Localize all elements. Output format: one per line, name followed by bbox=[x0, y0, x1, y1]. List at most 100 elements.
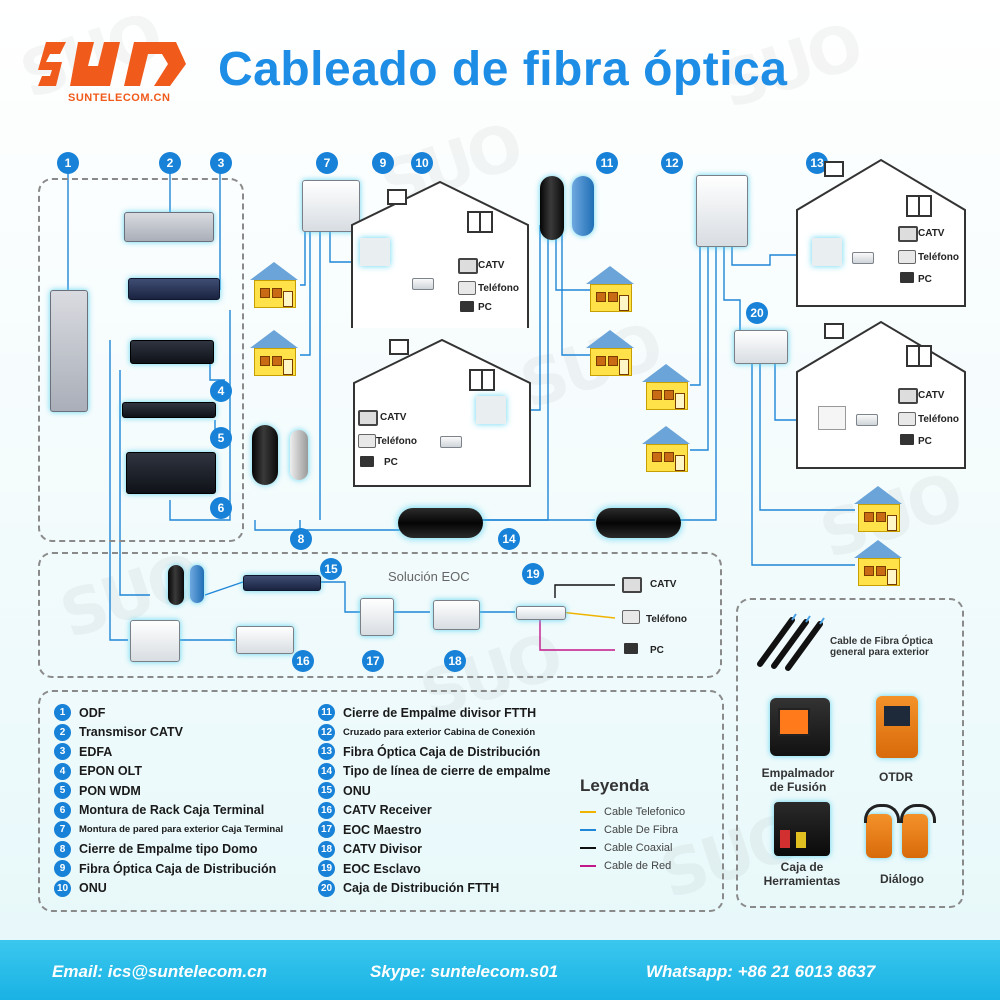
dome-splice-closure bbox=[252, 425, 278, 485]
marker-4: 4 bbox=[210, 380, 232, 402]
phone-icon bbox=[458, 281, 476, 295]
item-16: CATV Receiver bbox=[343, 803, 432, 817]
pon-wdm bbox=[122, 402, 216, 418]
epon-olt bbox=[130, 340, 214, 364]
small-house bbox=[586, 266, 636, 312]
marker-9: 9 bbox=[372, 152, 394, 174]
item-6: Montura de Rack Caja Terminal bbox=[79, 803, 265, 817]
odf-cabinet bbox=[50, 290, 88, 412]
item-12: Cruzado para exterior Cabina de Conexión bbox=[343, 726, 536, 738]
telefono-label: Teléfono bbox=[646, 614, 687, 625]
big-house-3 bbox=[796, 158, 966, 307]
cable-lines bbox=[67, 170, 895, 651]
item-11: Cierre de Empalme divisor FTTH bbox=[343, 705, 537, 720]
suntelecom-logo bbox=[38, 42, 186, 86]
fusion-splicer-image bbox=[770, 698, 830, 756]
small-house bbox=[642, 364, 692, 410]
telefono-label: Teléfono bbox=[478, 283, 519, 294]
page-title: Cableado de fibra óptica bbox=[218, 43, 788, 96]
pc-label: PC bbox=[918, 274, 932, 285]
pc-label: PC bbox=[650, 645, 664, 656]
pc-icon bbox=[624, 643, 638, 654]
telefono-label: Teléfono bbox=[376, 436, 417, 447]
item-2: Transmisor CATV bbox=[79, 725, 183, 739]
marker-20: 20 bbox=[746, 302, 768, 324]
pc-icon bbox=[360, 456, 374, 467]
inline-splice-closure bbox=[596, 508, 681, 538]
phone-icon bbox=[898, 412, 916, 426]
pc-label: PC bbox=[918, 436, 932, 447]
marker-17: 17 bbox=[362, 650, 384, 672]
onu bbox=[856, 414, 878, 426]
marker-18: 18 bbox=[444, 650, 466, 672]
item-17: EOC Maestro bbox=[343, 822, 422, 837]
marker-11: 11 bbox=[596, 152, 618, 174]
small-house bbox=[642, 426, 692, 472]
phone-icon bbox=[622, 610, 640, 624]
small-house bbox=[250, 262, 300, 308]
item-13: Fibra Óptica Caja de Distribución bbox=[343, 744, 541, 759]
ftth-splitter-closure-open bbox=[572, 176, 594, 236]
toolbox-label: Caja de Herramientas bbox=[763, 860, 841, 888]
marker-6: 6 bbox=[210, 497, 232, 519]
dome-splice-closure-open bbox=[290, 430, 308, 480]
edfa bbox=[128, 278, 220, 300]
cable-label: Cable de Fibra Óptica general para exter… bbox=[830, 636, 933, 658]
fiber-cable-image bbox=[757, 613, 825, 671]
wall-terminal-box bbox=[302, 180, 360, 232]
item-3: EDFA bbox=[79, 744, 113, 759]
otdr-label: OTDR bbox=[879, 770, 913, 784]
legend-title: Leyenda bbox=[580, 776, 649, 795]
splicer-label: Empalmador de Fusión bbox=[761, 766, 835, 794]
item-5: PON WDM bbox=[79, 783, 141, 798]
onu bbox=[440, 436, 462, 448]
rack-terminal-box bbox=[126, 452, 216, 494]
catv-receiver-16 bbox=[236, 626, 294, 654]
eoc-dome-closure-open bbox=[190, 565, 204, 603]
catv-label: CATV bbox=[650, 579, 677, 590]
catv-label: CATV bbox=[380, 412, 407, 423]
telefono-label: Teléfono bbox=[918, 414, 959, 425]
legend-group bbox=[38, 690, 724, 912]
small-house bbox=[854, 540, 904, 586]
phone-icon bbox=[898, 250, 916, 264]
big-house-2 bbox=[353, 338, 531, 487]
marker-2: 2 bbox=[159, 152, 181, 174]
onu bbox=[852, 252, 874, 264]
onu-box bbox=[818, 406, 846, 430]
item-7: Montura de pared para exterior Caja Term… bbox=[79, 824, 284, 835]
marker-12: 12 bbox=[661, 152, 683, 174]
pc-icon bbox=[900, 434, 914, 445]
small-house bbox=[854, 486, 904, 532]
distribution-box-9 bbox=[360, 238, 390, 266]
headend-group bbox=[38, 178, 244, 542]
marker-14: 14 bbox=[498, 528, 520, 550]
wall-terminal-box bbox=[130, 620, 180, 662]
pc-icon bbox=[900, 272, 914, 283]
marker-15: 15 bbox=[320, 558, 342, 580]
legend-entry-fiber: Cable De Fibra bbox=[580, 824, 678, 836]
item-9: Fibra Óptica Caja de Distribución bbox=[79, 861, 277, 876]
onu-15 bbox=[243, 575, 321, 591]
item-10: ONU bbox=[79, 881, 107, 895]
tv-icon bbox=[458, 258, 478, 274]
ftth-splitter-closure bbox=[540, 176, 564, 240]
footer-email[interactable]: Email: ics@suntelecom.cn bbox=[52, 962, 267, 981]
eoc-dome-closure bbox=[168, 565, 184, 605]
pc-label: PC bbox=[478, 302, 492, 313]
eoc-master-17 bbox=[360, 598, 394, 636]
logo-site: SUNTELECOM.CN bbox=[68, 92, 171, 104]
tv-icon bbox=[622, 577, 642, 593]
small-house bbox=[250, 330, 300, 376]
marker-16: 16 bbox=[292, 650, 314, 672]
footer-skype[interactable]: Skype: suntelecom.s01 bbox=[370, 962, 559, 981]
cross-connect-cabinet bbox=[696, 175, 748, 247]
small-house bbox=[586, 330, 636, 376]
catv-label: CATV bbox=[918, 390, 945, 401]
dialog-label: Diálogo bbox=[880, 872, 924, 886]
marker-1: 1 bbox=[57, 152, 79, 174]
catv-label: CATV bbox=[478, 260, 505, 271]
footer-whatsapp[interactable]: Whatsapp: +86 21 6013 8637 bbox=[646, 962, 876, 981]
tools-group bbox=[736, 598, 964, 908]
onu-10 bbox=[412, 278, 434, 290]
